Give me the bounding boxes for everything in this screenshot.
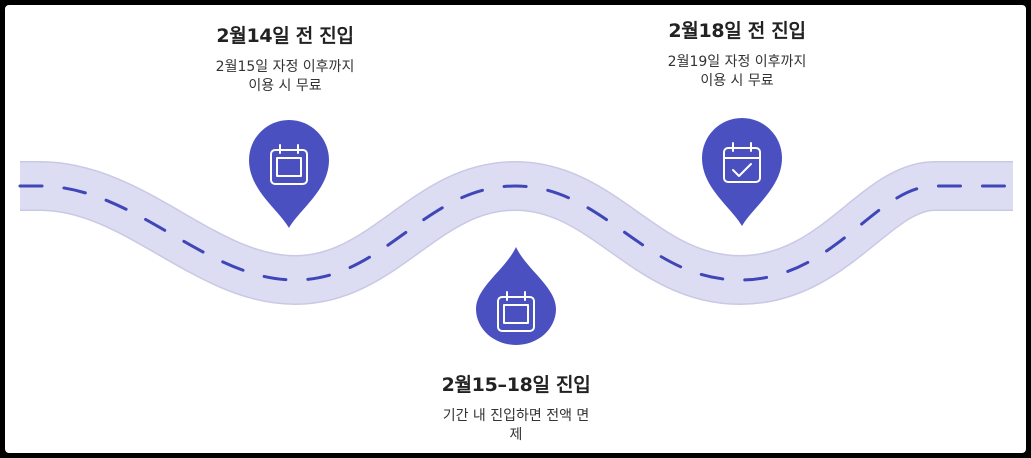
milestone-3-label: 2월18일 전 진입 2월19일 자정 이후까지 이용 시 무료 xyxy=(627,16,847,91)
diagram-canvas: 2월14일 전 진입 2월15일 자정 이후까지 이용 시 무료 2월15–18… xyxy=(5,5,1026,453)
road-path xyxy=(18,160,1015,306)
calendar-icon xyxy=(270,144,308,185)
milestone-1-desc: 2월15일 자정 이후까지 이용 시 무료 xyxy=(215,59,355,94)
milestone-1-label: 2월14일 전 진입 2월15일 자정 이후까지 이용 시 무료 xyxy=(175,21,395,96)
milestone-1-title: 2월14일 전 진입 xyxy=(216,25,354,47)
milestone-2-label: 2월15–18일 진입 기간 내 진입하면 전액 면 제 xyxy=(401,370,631,445)
map-pin-1 xyxy=(249,120,329,228)
milestone-2-title: 2월15–18일 진입 xyxy=(441,374,591,396)
milestone-3-title: 2월18일 전 진입 xyxy=(668,20,806,42)
calendar-icon xyxy=(497,291,535,332)
milestone-2-desc: 기간 내 진입하면 전액 면 제 xyxy=(442,408,590,443)
milestone-3-desc: 2월19일 자정 이후까지 이용 시 무료 xyxy=(667,54,807,89)
map-pin-3 xyxy=(702,118,782,226)
map-pin-2 xyxy=(476,247,556,345)
calendar-check-icon xyxy=(723,142,761,183)
